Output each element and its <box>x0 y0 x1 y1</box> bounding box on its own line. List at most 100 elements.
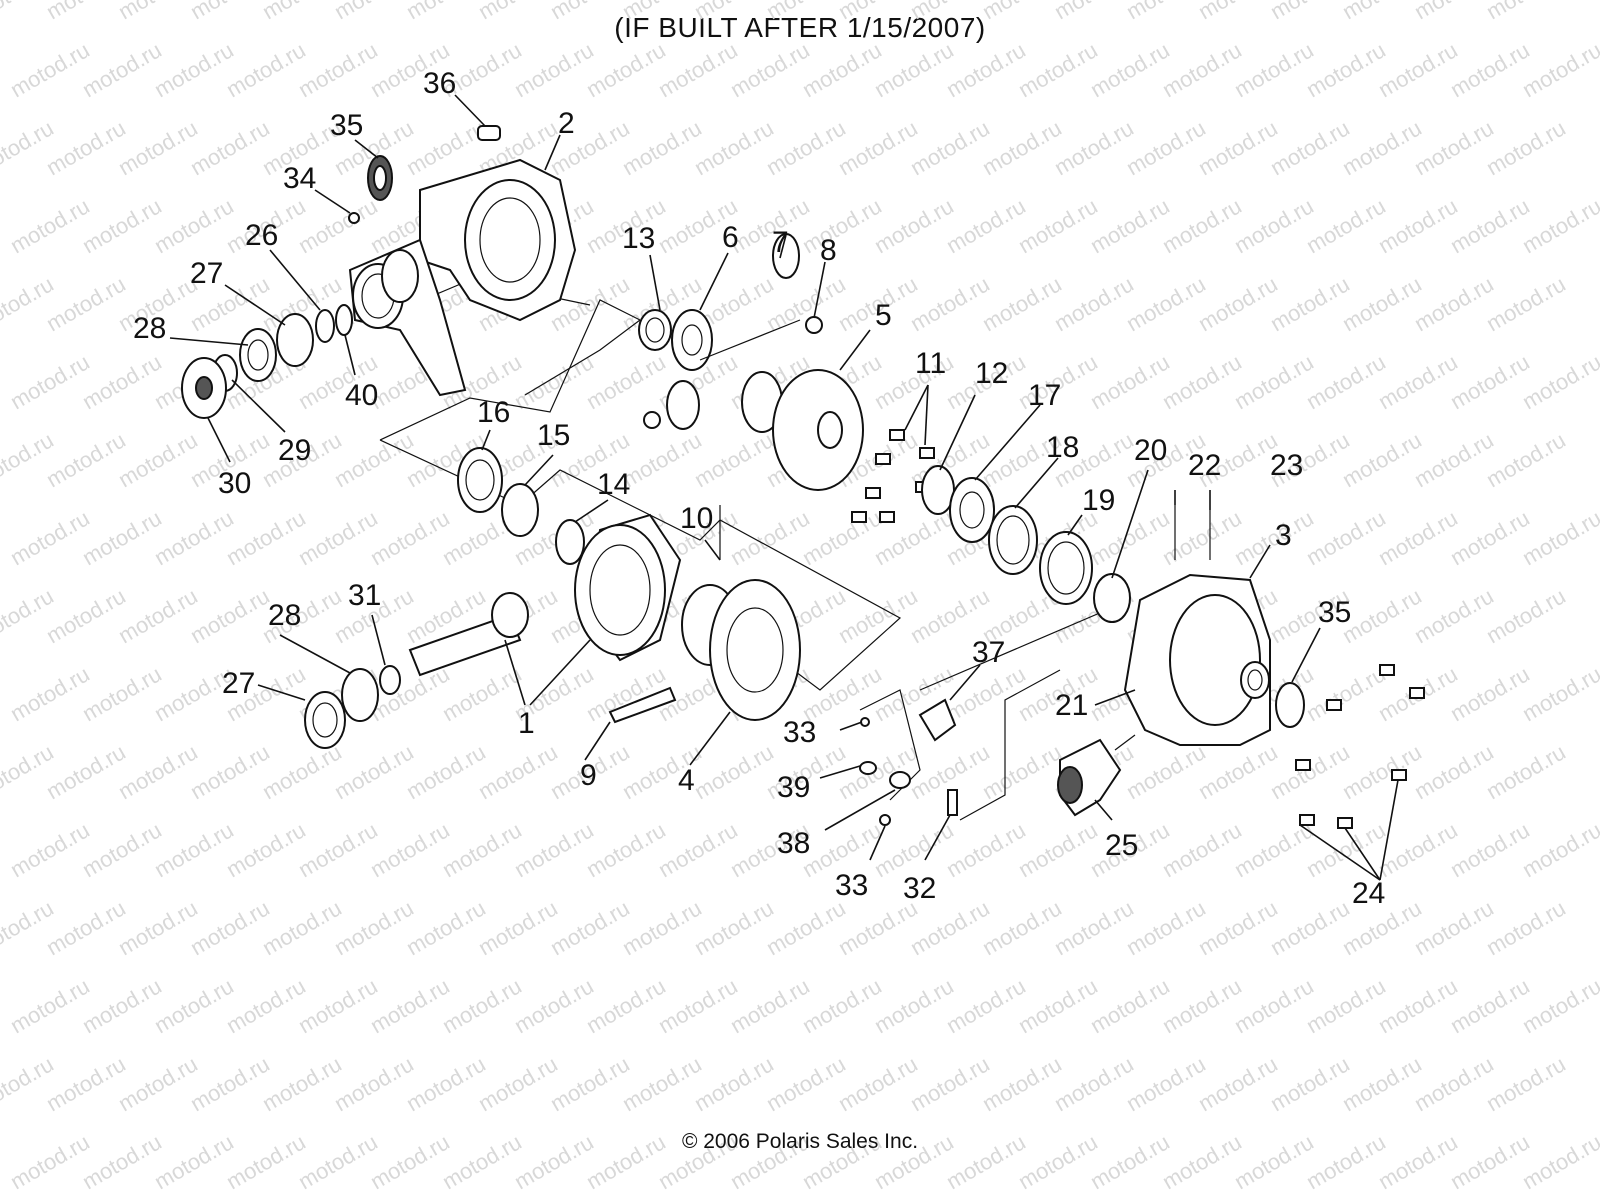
watermark-text: motod.ru <box>510 973 598 1038</box>
watermark-text: motod.ru <box>510 817 598 882</box>
watermark-text: motod.ru <box>42 1051 130 1116</box>
watermark-text: motod.ru <box>582 973 670 1038</box>
watermark-text: motod.ru <box>1194 271 1282 336</box>
diagram-title: (IF BUILT AFTER 1/15/2007) <box>614 12 986 43</box>
watermark-text: motod.ru <box>42 271 130 336</box>
callout-1: 1 <box>518 707 535 740</box>
watermark-text: motod.ru <box>474 1051 562 1116</box>
watermark-text: motod.ru <box>1374 505 1462 570</box>
watermark-text: motod.ru <box>6 349 94 414</box>
watermark-text: motod.ru <box>510 37 598 102</box>
watermark-text: motod.ru <box>1302 37 1390 102</box>
callout-40: 40 <box>345 379 378 412</box>
callout-32: 32 <box>903 872 936 905</box>
copyright-notice: © 2006 Polaris Sales Inc. <box>681 1130 919 1153</box>
watermark-text: motod.ru <box>1482 583 1570 648</box>
watermark-text: motod.ru <box>1374 193 1462 258</box>
watermark-text: motod.ru <box>690 115 778 180</box>
shift-fork-hardware <box>859 698 958 826</box>
callout-28-lower: 28 <box>268 599 301 632</box>
callout-30: 30 <box>218 467 251 500</box>
callout-24: 24 <box>1352 877 1385 910</box>
watermark-text: motod.ru <box>1338 271 1426 336</box>
left-housing-part <box>348 158 577 397</box>
watermark-text: motod.ru <box>690 1051 778 1116</box>
watermark-text: motod.ru <box>6 817 94 882</box>
callout-labels: 36 35 2 34 26 27 28 40 29 30 13 6 7 8 5 … <box>133 67 1385 910</box>
callout-11: 11 <box>915 347 946 380</box>
watermark-text: motod.ru <box>1014 193 1102 258</box>
watermark-text: motod.ru <box>1194 739 1282 804</box>
watermark-text: motod.ru <box>222 817 310 882</box>
callout-29: 29 <box>278 434 311 467</box>
watermark-text: motod.ru <box>402 1051 490 1116</box>
callout-26: 26 <box>245 219 278 252</box>
watermark-text: motod.ru <box>222 973 310 1038</box>
watermark-text: motod.ru <box>1302 973 1390 1038</box>
watermark-text: motod.ru <box>1230 973 1318 1038</box>
watermark-text: motod.ru <box>438 973 526 1038</box>
watermark-text: motod.ru <box>1266 271 1354 336</box>
watermark-text: motod.ru <box>402 895 490 960</box>
watermark-text: motod.ru <box>150 37 238 102</box>
watermark-text: motod.ru <box>42 583 130 648</box>
watermark-text: motod.ru <box>906 115 994 180</box>
watermark-text: motod.ru <box>330 895 418 960</box>
watermark-text: motod.ru <box>654 973 742 1038</box>
callout-15: 15 <box>537 419 570 452</box>
assembly-guide-lines <box>379 279 1131 821</box>
leader-lines <box>169 94 1399 881</box>
watermark-text: motod.ru <box>1086 973 1174 1038</box>
watermark-text: motod.ru <box>366 973 454 1038</box>
watermark-text: motod.ru <box>1482 115 1570 180</box>
watermark-text: motod.ru <box>1158 37 1246 102</box>
callout-2: 2 <box>558 107 575 140</box>
watermark-text: motod.ru <box>42 895 130 960</box>
watermark-text: motod.ru <box>1482 0 1570 24</box>
watermark-text: motod.ru <box>6 505 94 570</box>
watermark-text: motod.ru <box>6 661 94 726</box>
watermark-text: motod.ru <box>582 37 670 102</box>
watermark-text: motod.ru <box>1374 973 1462 1038</box>
callout-25: 25 <box>1105 829 1138 862</box>
watermark-text: motod.ru <box>726 973 814 1038</box>
callout-3: 3 <box>1275 519 1292 552</box>
watermark-text: motod.ru <box>942 37 1030 102</box>
watermark-text: motod.ru <box>150 505 238 570</box>
watermark-text: motod.ru <box>78 661 166 726</box>
watermark-text: motod.ru <box>798 37 886 102</box>
watermark-text: motod.ru <box>78 505 166 570</box>
watermark-text: motod.ru <box>1122 271 1210 336</box>
callout-35-right: 35 <box>1318 596 1351 629</box>
watermark-text: motod.ru <box>1410 271 1498 336</box>
watermark-text: motod.ru <box>1446 661 1534 726</box>
watermark-text: motod.ru <box>1194 115 1282 180</box>
callout-20: 20 <box>1134 434 1167 467</box>
watermark-text: motod.ru <box>42 427 130 492</box>
watermark-text: motod.ru <box>366 817 454 882</box>
callout-4: 4 <box>678 764 695 797</box>
watermark-text: motod.ru <box>690 427 778 492</box>
callout-12: 12 <box>975 357 1008 390</box>
watermark-text: motod.ru <box>1302 661 1390 726</box>
watermark-text: motod.ru <box>1518 505 1600 570</box>
watermark-text: motod.ru <box>1302 349 1390 414</box>
watermark-text: motod.ru <box>1410 1051 1498 1116</box>
watermark-text: motod.ru <box>582 817 670 882</box>
watermark-text: motod.ru <box>294 193 382 258</box>
watermark-text: motod.ru <box>1482 895 1570 960</box>
watermark-text: motod.ru <box>1050 115 1138 180</box>
callout-22: 22 <box>1188 449 1221 482</box>
watermark-text: motod.ru <box>114 895 202 960</box>
watermark-text: motod.ru <box>330 427 418 492</box>
callout-14: 14 <box>597 468 630 501</box>
watermark-text: motod.ru <box>1014 817 1102 882</box>
callout-10: 10 <box>680 502 713 535</box>
watermark-text: motod.ru <box>222 37 310 102</box>
watermark-text: motod.ru <box>654 37 742 102</box>
pinion-assembly <box>304 447 682 749</box>
watermark-text: motod.ru <box>1518 661 1600 726</box>
watermark-text: motod.ru <box>1482 427 1570 492</box>
watermark-text: motod.ru <box>1014 973 1102 1038</box>
callout-36: 36 <box>423 67 456 100</box>
